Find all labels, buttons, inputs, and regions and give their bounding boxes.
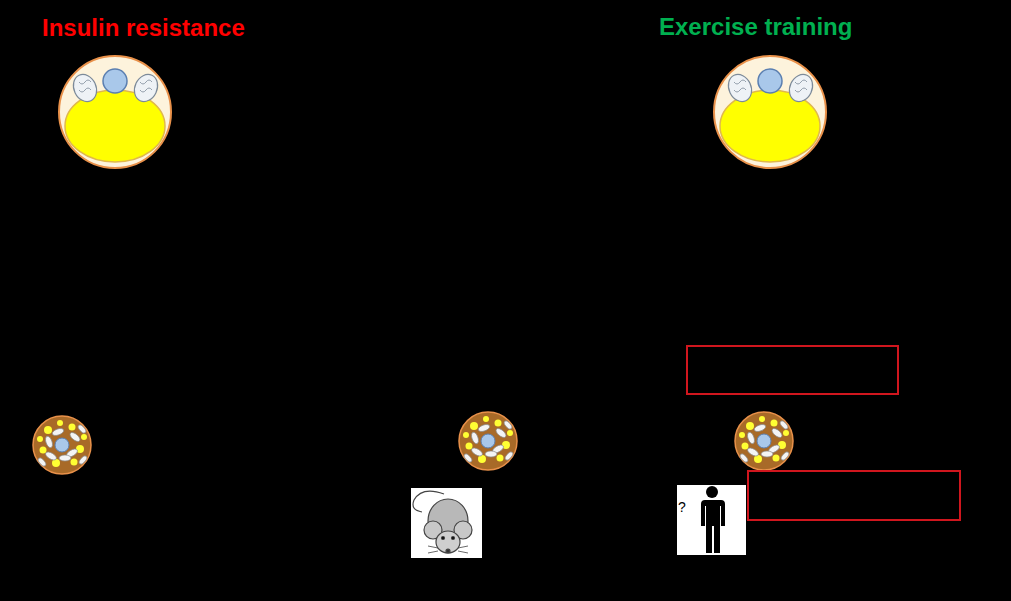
question-mark: ?: [678, 499, 686, 515]
panel-heading: Insulin resistance: [42, 14, 245, 42]
panel-heading: Exercise training: [659, 13, 852, 41]
